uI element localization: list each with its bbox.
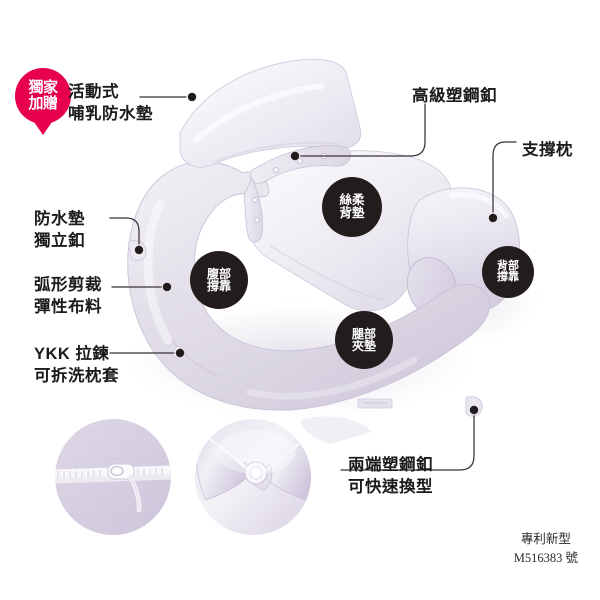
callout-waterproof-pad-independent-snap: 防水墊 獨立釦 [34, 210, 85, 250]
spot-badge-back-support: 背部撐靠 [482, 246, 534, 298]
spot-badge-silky-back-pad-label: 絲柔背墊 [339, 193, 365, 220]
callout-premium-plastic-steel-buckle: 高級塑鋼釦 [412, 87, 497, 105]
patent-number: 專利新型 M516383 號 [513, 532, 578, 566]
snap-buckle-detail-photo [195, 419, 311, 535]
snap-buckle-detail-photo-content [195, 419, 311, 535]
zipper-detail-photo [55, 419, 171, 535]
callout-dual-end-buckle-quick-change: 兩端塑鋼釦 可快速換型 [348, 456, 433, 496]
spot-badge-belly-support: 腹部撐靠 [190, 251, 248, 309]
callout-support-pillow: 支撐枕 [522, 141, 573, 159]
spot-badge-back-support-label: 背部撐靠 [497, 259, 519, 283]
callout-nursing-waterproof-pad: 活動式 哺乳防水墊 [68, 83, 153, 123]
spot-badge-silky-back-pad: 絲柔背墊 [322, 177, 382, 237]
callout-curved-cut-elastic-fabric: 弧形剪裁 彈性布料 [34, 276, 102, 316]
spot-badge-leg-cushion-label: 腿部夾墊 [351, 326, 376, 353]
spot-badge-leg-cushion: 腿部夾墊 [335, 311, 393, 369]
spot-badge-belly-support-label: 腹部撐靠 [206, 266, 231, 293]
callout-ykk-zipper-removable-cover: YKK 拉鍊 可拆洗枕套 [34, 345, 119, 385]
exclusive-gift-badge-label: 獨家加贈 [28, 79, 58, 112]
zipper-detail-photo-content [55, 419, 171, 535]
exclusive-gift-badge: 獨家加贈 [15, 68, 71, 124]
